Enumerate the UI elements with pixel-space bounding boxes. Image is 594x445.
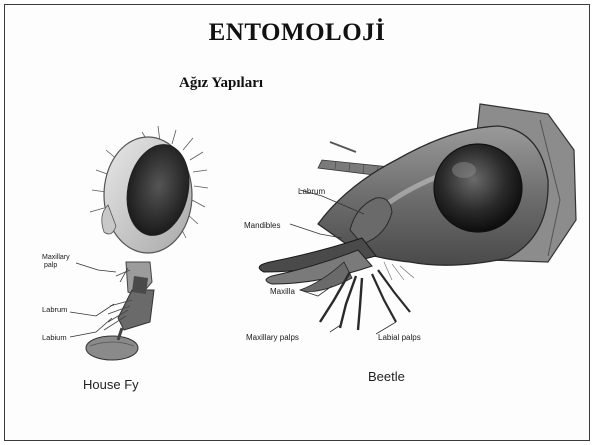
housefly-label-maxillary-palp-line2: palp bbox=[44, 262, 57, 269]
beetle-label-mandibles: Mandibles bbox=[244, 221, 280, 230]
beetle-label-labial-palps: Labial palps bbox=[378, 333, 421, 342]
housefly-illustration: Maxillary palp Labrum Labium bbox=[42, 126, 208, 360]
beetle-label-maxilla: Maxilla bbox=[270, 287, 295, 296]
beetle-illustration: Labrum Mandibles Maxilla Maxillary palps… bbox=[244, 104, 576, 342]
housefly-label-labium: Labium bbox=[42, 333, 67, 342]
beetle-caption: Beetle bbox=[368, 369, 405, 384]
housefly-labellum bbox=[86, 336, 138, 360]
beetle-label-labrum: Labrum bbox=[298, 187, 325, 196]
housefly-label-maxillary-palp-line1: Maxillary bbox=[42, 254, 70, 261]
beetle-label-maxillary-palps: Maxillary palps bbox=[246, 333, 299, 342]
housefly-caption: House Fy bbox=[83, 377, 139, 392]
beetle-compound-eye bbox=[434, 144, 522, 232]
housefly-label-labrum: Labrum bbox=[42, 305, 67, 314]
